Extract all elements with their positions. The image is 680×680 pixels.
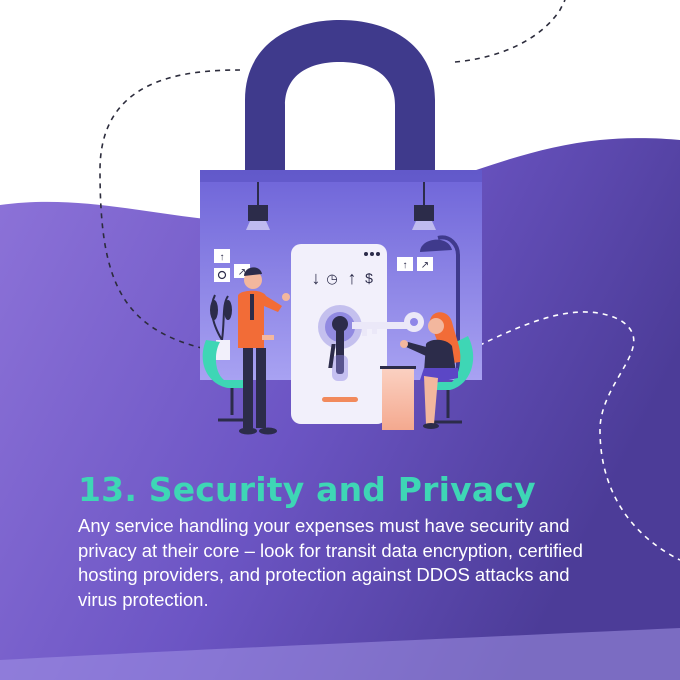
desk — [382, 368, 414, 430]
keyhole-icon — [318, 305, 362, 381]
dashed-curve-top-right — [454, 0, 566, 63]
lock-shackle — [245, 20, 435, 172]
panel-symbol-arrow-down: ↓ — [312, 268, 321, 288]
svg-text:↑: ↑ — [403, 260, 408, 271]
section-heading: 13. Security and Privacy — [78, 470, 536, 509]
dashed-curve-right — [469, 311, 680, 561]
man-figure — [238, 267, 290, 435]
svg-text:↗: ↗ — [421, 260, 429, 271]
svg-text:↑: ↑ — [220, 252, 225, 263]
secure-device-panel: ↓ ◷ ↑ $ — [291, 244, 387, 424]
panel-indicator-bar — [322, 397, 358, 402]
ceiling-lamp-icon — [412, 182, 436, 230]
section-description: Any service handling your expenses must … — [78, 515, 583, 610]
svg-text:↗: ↗ — [238, 267, 246, 278]
key-icon — [352, 312, 424, 336]
woman-figure — [400, 312, 461, 429]
ceiling-lamp-icon — [246, 182, 270, 230]
bottom-wave — [0, 628, 680, 680]
dashed-curve-left — [99, 69, 241, 351]
laptop-icon — [328, 344, 416, 369]
chair-icon — [202, 340, 250, 422]
panel-symbol-arrow-up: ↑ — [348, 268, 357, 288]
floor-lamp-icon — [420, 235, 460, 380]
panel-symbol-clock: ◷ — [326, 271, 337, 286]
chair-icon — [430, 336, 474, 424]
wall-icon-cards-right: ↑ ↗ — [397, 257, 433, 271]
plant-icon — [210, 294, 232, 360]
panel-symbol-dollar: $ — [365, 270, 373, 286]
